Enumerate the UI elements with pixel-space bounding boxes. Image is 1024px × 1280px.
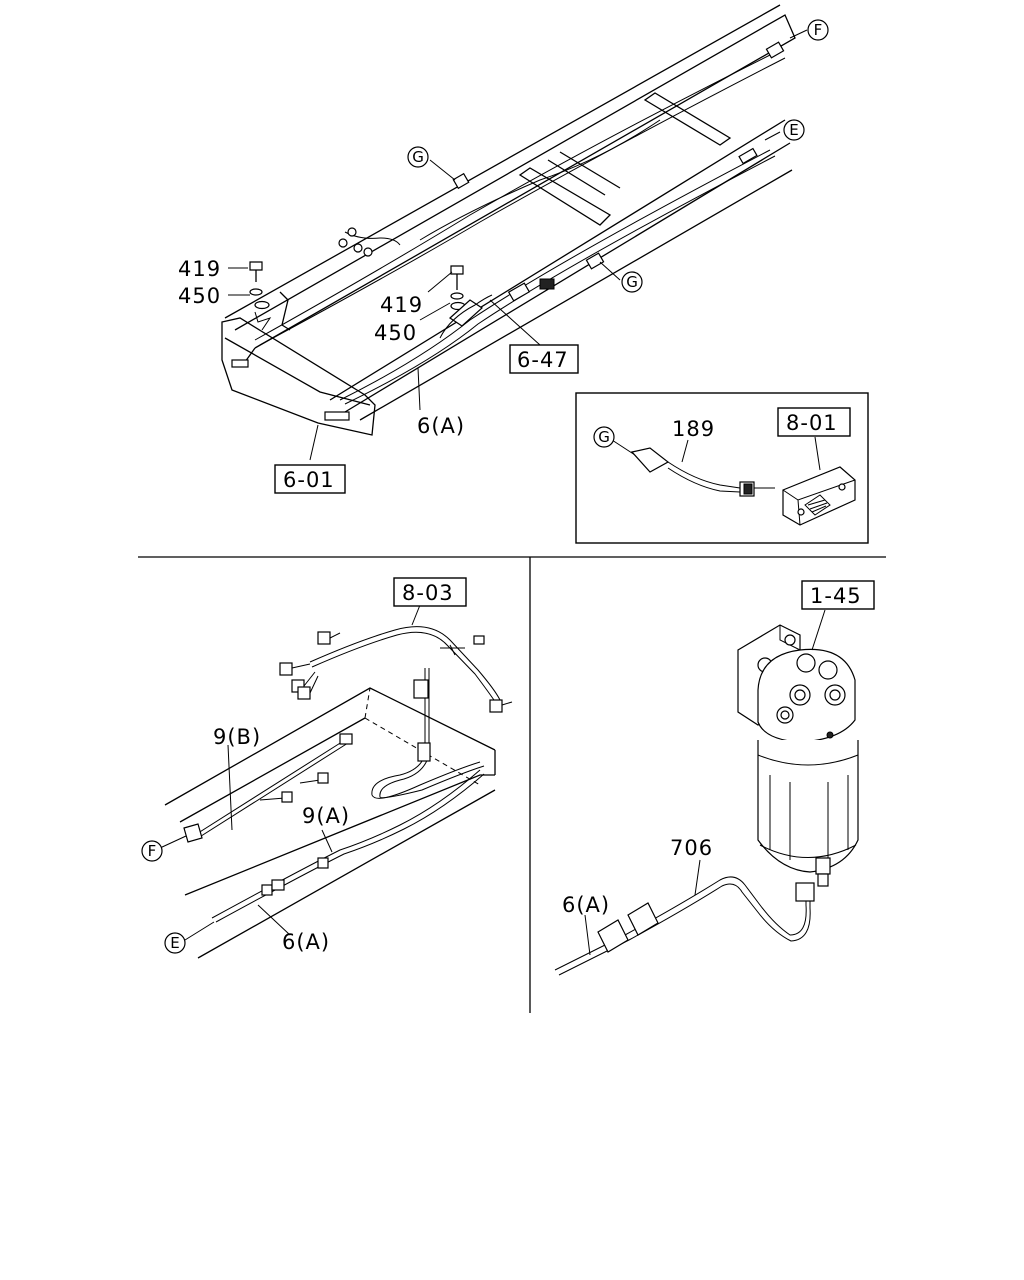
inset-panel [575,392,869,544]
svg-text:G: G [412,148,424,166]
callout-6a-bottom-left: 6(A) [282,930,330,954]
marker-g-top-left: G [407,146,429,168]
marker-f-top: F [807,19,829,41]
svg-text:6-01: 6-01 [283,468,335,492]
svg-text:G: G [598,428,610,446]
ref-box-8-03: 8-03 [393,577,467,607]
ref-box-1-45: 1-45 [801,580,875,610]
chassis-frame [221,4,808,461]
callout-6a-top: 6(A) [417,414,465,438]
callout-189: 189 [672,417,715,441]
marker-g-top-right: G [621,271,643,293]
ref-box-8-01: 8-01 [777,407,851,437]
frame-rear-section [159,604,513,959]
callout-419-mid: 419 [380,293,423,317]
lamp-lens [804,494,831,516]
svg-text:F: F [814,21,823,39]
fuel-filter-assembly [554,609,859,976]
marker-f-bottom: F [141,840,163,862]
svg-text:1-45: 1-45 [810,584,862,608]
marker-e-top: E [783,119,805,141]
svg-text:E: E [170,934,179,952]
marker-g-inset: G [593,426,615,448]
svg-text:G: G [626,273,638,291]
svg-text:6-47: 6-47 [517,348,569,372]
ref-box-6-47: 6-47 [509,344,579,374]
svg-text:8-03: 8-03 [402,581,454,605]
callout-9b: 9(B) [213,725,261,749]
ref-box-6-01: 6-01 [274,464,346,494]
callout-419-left: 419 [178,257,221,281]
callout-6a-bottom-right: 6(A) [562,893,610,917]
callout-450-mid: 450 [374,321,417,345]
marker-e-bottom: E [164,932,186,954]
svg-text:8-01: 8-01 [786,411,838,435]
svg-text:F: F [148,842,157,860]
svg-text:E: E [789,121,798,139]
callout-450-left: 450 [178,284,221,308]
callout-9a: 9(A) [302,804,350,828]
callout-706: 706 [670,836,713,860]
